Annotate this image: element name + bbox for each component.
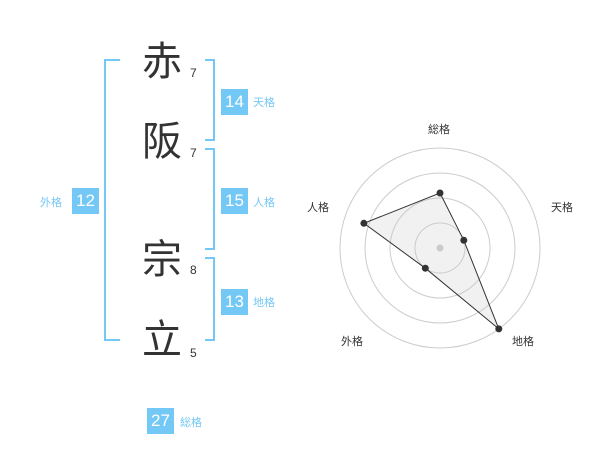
tenkaku-value: 14: [221, 89, 248, 115]
stroke-count-4: 5: [190, 346, 197, 360]
radar-label-soukaku: 総格: [428, 123, 450, 136]
tenkaku-label: 天格: [253, 96, 275, 109]
gaikaku-value: 12: [72, 188, 99, 214]
jinkaku-bracket: [205, 148, 215, 250]
name-char-1: 赤: [142, 39, 182, 85]
radar-point-1: [460, 236, 468, 244]
radar-label-jinkaku: 人格: [307, 201, 329, 214]
radar-ring: [414, 222, 466, 274]
name-char-4: 立: [142, 317, 182, 363]
stroke-count-1: 7: [190, 66, 197, 80]
jinkaku-value: 15: [221, 188, 248, 214]
soukaku-value: 27: [147, 408, 174, 434]
radar-point-0: [436, 189, 444, 197]
radar-point-2: [495, 325, 503, 333]
tenkaku-bracket: [205, 59, 215, 141]
name-char-3: 宗: [142, 237, 182, 283]
radar-ring: [339, 147, 541, 349]
name-char-2: 阪: [142, 119, 182, 165]
radar-label-tenkaku: 天格: [551, 201, 573, 214]
radar-point-4: [360, 219, 368, 227]
gaikaku-label: 外格: [40, 196, 62, 209]
gaikaku-bracket: [104, 59, 120, 341]
stroke-count-2: 7: [190, 146, 197, 160]
chikaku-value: 13: [221, 289, 248, 315]
stroke-count-3: 8: [190, 263, 197, 277]
radar-polygon: [362, 192, 500, 330]
radar-label-gaikaku: 外格: [341, 335, 363, 348]
chikaku-bracket: [205, 257, 215, 341]
chikaku-label: 地格: [253, 296, 275, 309]
jinkaku-label: 人格: [253, 196, 275, 209]
radar-ring: [389, 197, 491, 299]
soukaku-label: 総格: [180, 416, 202, 429]
radar-point-3: [421, 264, 429, 272]
radar-label-chikaku: 地格: [512, 335, 534, 348]
radar-ring: [364, 172, 516, 324]
radar-center-dot: [436, 244, 444, 252]
